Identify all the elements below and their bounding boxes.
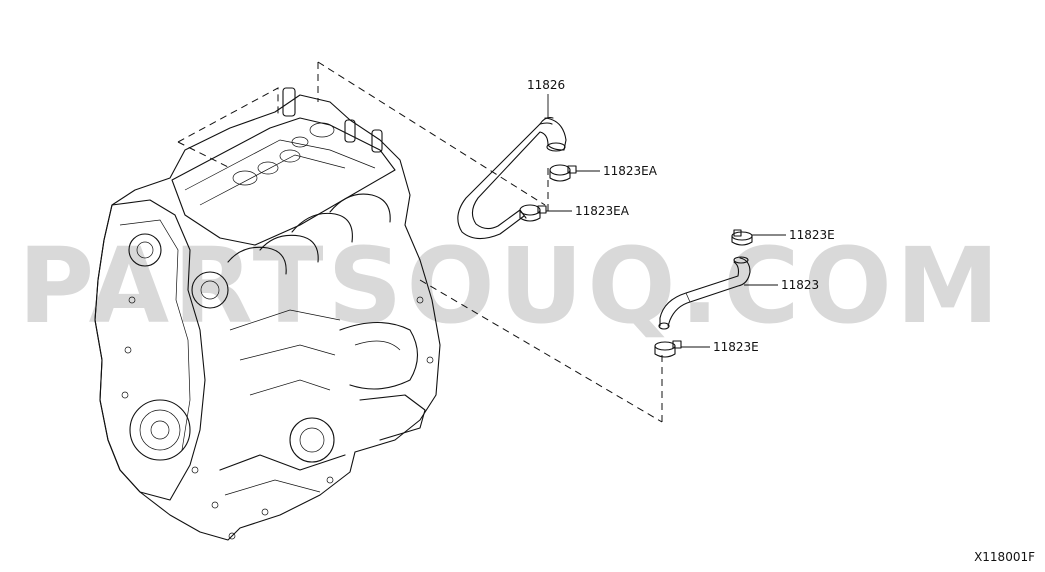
callout-11826[interactable]: 11826 bbox=[527, 78, 565, 92]
callout-11823ea-upper[interactable]: 11823EA bbox=[603, 164, 658, 178]
diagram-code: X118001F bbox=[974, 550, 1035, 564]
valve-cover bbox=[171, 117, 396, 246]
upper-breather-hose bbox=[457, 117, 567, 240]
crank-pulley bbox=[129, 399, 191, 461]
callout-11823ea-lower[interactable]: 11823EA bbox=[575, 204, 630, 218]
lower-breather-hose bbox=[658, 256, 751, 330]
timing-cover bbox=[94, 199, 206, 501]
callout-11823e-upper[interactable]: 11823E bbox=[789, 228, 835, 242]
engine-assembly-illustration bbox=[94, 87, 441, 541]
clamp-11823E-upper bbox=[731, 229, 753, 246]
clamp-11823EA-lower bbox=[519, 204, 547, 222]
callout-labels: 11826 11823EA 11823EA 11823E 11823 11823… bbox=[527, 78, 835, 354]
callout-11823e-lower[interactable]: 11823E bbox=[713, 340, 759, 354]
assembly-guide-lines bbox=[177, 61, 663, 423]
clamp-11823E-lower bbox=[654, 340, 682, 358]
clamp-11823EA-upper bbox=[549, 164, 577, 182]
idler-pulley bbox=[128, 233, 162, 267]
callout-11823[interactable]: 11823 bbox=[781, 278, 819, 292]
watermark-text: PARTSOUQ.COM bbox=[18, 225, 1003, 347]
leader-lines bbox=[546, 94, 786, 348]
